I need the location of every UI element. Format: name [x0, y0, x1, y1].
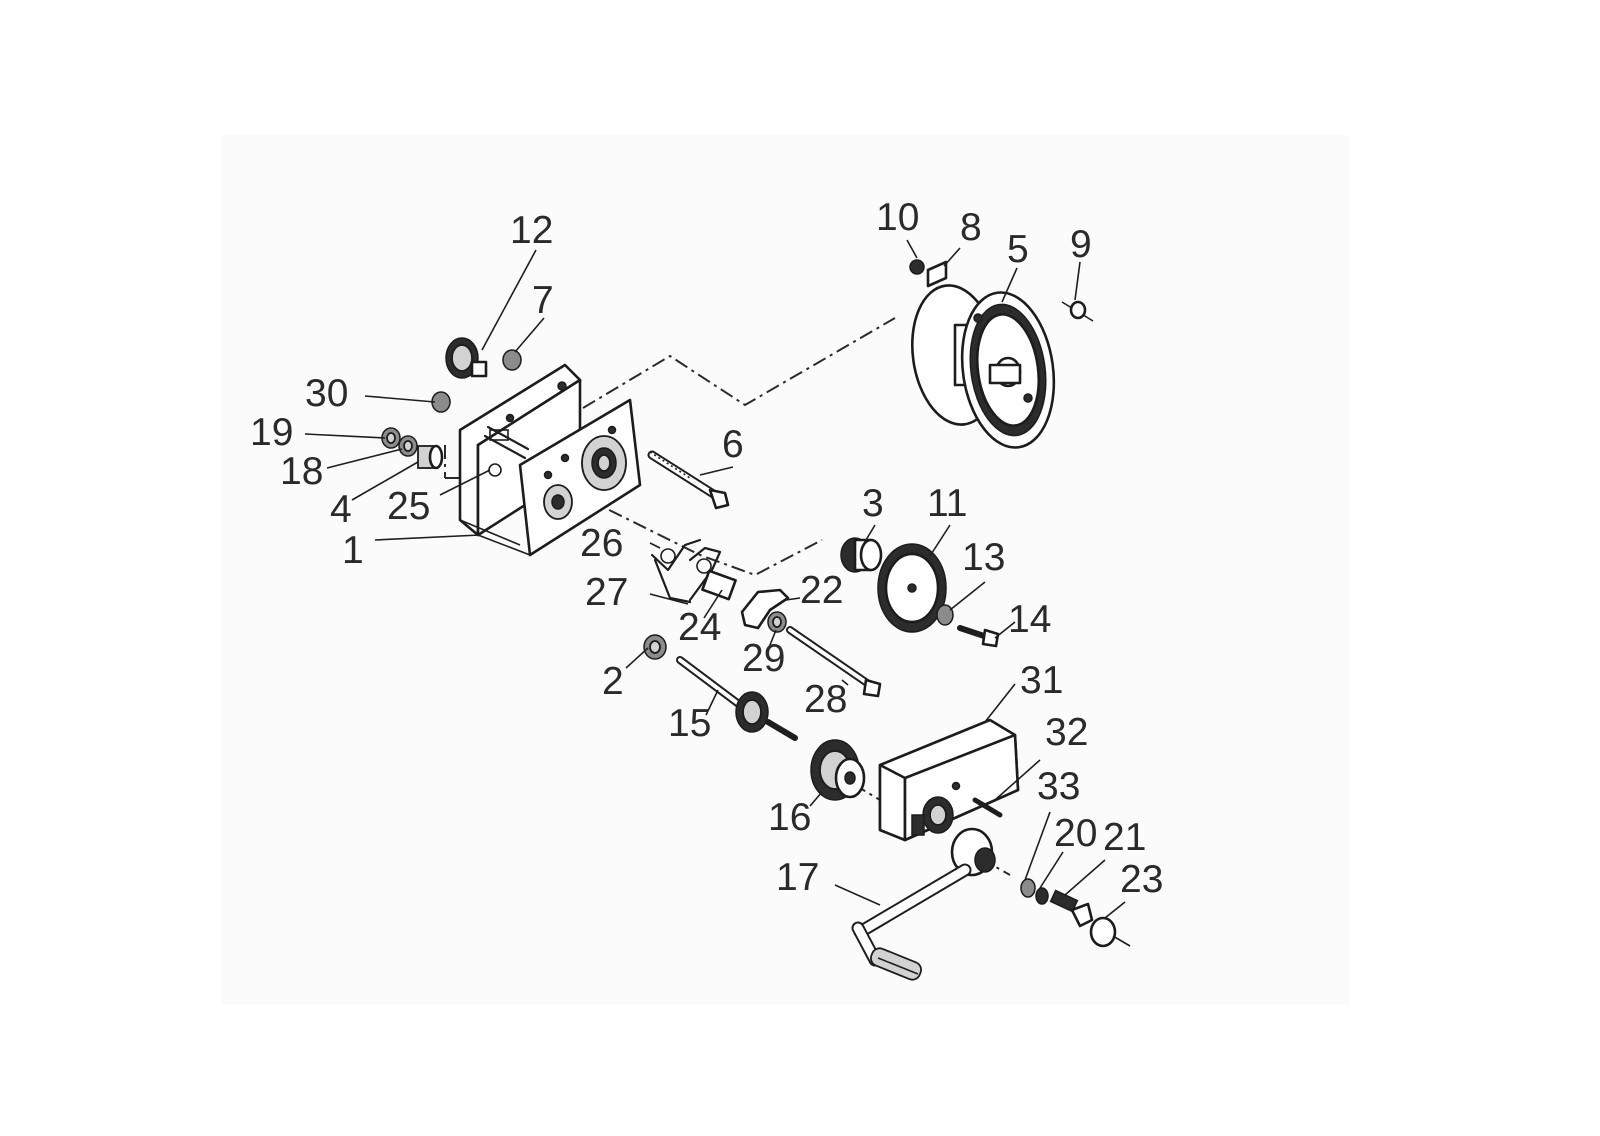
callout-1: 1 [342, 529, 364, 572]
callout-2: 2 [602, 660, 624, 703]
callout-27: 27 [585, 571, 628, 614]
winch-frame [458, 363, 642, 557]
callout-6: 6 [722, 423, 744, 466]
pawl-assembly [650, 538, 790, 633]
callout-22: 22 [800, 569, 843, 612]
handle-fasteners [1020, 878, 1131, 948]
drive-shaft [643, 626, 882, 741]
callout-9: 9 [1070, 223, 1092, 266]
callout-23: 23 [1120, 858, 1163, 901]
callout-28: 28 [804, 678, 847, 721]
callout-24: 24 [678, 606, 721, 649]
washers-left [381, 427, 444, 470]
callout-15: 15 [668, 702, 711, 745]
callout-4: 4 [330, 488, 352, 531]
gear-cover [878, 718, 1020, 842]
bearing-and-gear [840, 537, 1000, 648]
callout-21: 21 [1103, 816, 1146, 859]
callout-3: 3 [862, 482, 884, 525]
drive-gear [810, 739, 866, 801]
callout-18: 18 [280, 450, 323, 493]
callout-12: 12 [510, 209, 553, 252]
leader-lines [304, 239, 1126, 919]
long-bolt [647, 450, 730, 510]
callout-16: 16 [768, 796, 811, 839]
callout-19: 19 [250, 411, 293, 454]
callout-14: 14 [1008, 598, 1051, 641]
scan-background [222, 135, 1350, 1005]
callout-29: 29 [742, 637, 785, 680]
callout-26: 26 [580, 522, 623, 565]
callout-25: 25 [387, 485, 430, 528]
callout-13: 13 [962, 536, 1005, 579]
callout-32: 32 [1045, 711, 1088, 754]
callout-31: 31 [1020, 659, 1063, 702]
callout-33: 33 [1037, 765, 1080, 808]
crank-handle [851, 827, 996, 981]
callout-30: 30 [305, 372, 348, 415]
callout-labels: 1 2 3 4 5 6 7 8 9 10 11 12 13 14 15 16 1… [250, 196, 1163, 901]
callout-8: 8 [960, 206, 982, 249]
callout-10: 10 [876, 196, 919, 239]
callout-17: 17 [776, 856, 819, 899]
callout-5: 5 [1007, 228, 1029, 271]
pinion-gear [445, 337, 488, 379]
drum-spool [910, 284, 1056, 449]
callout-20: 20 [1054, 812, 1097, 855]
callout-11: 11 [927, 482, 968, 525]
callout-7: 7 [532, 279, 554, 322]
small-fasteners [431, 259, 1094, 413]
